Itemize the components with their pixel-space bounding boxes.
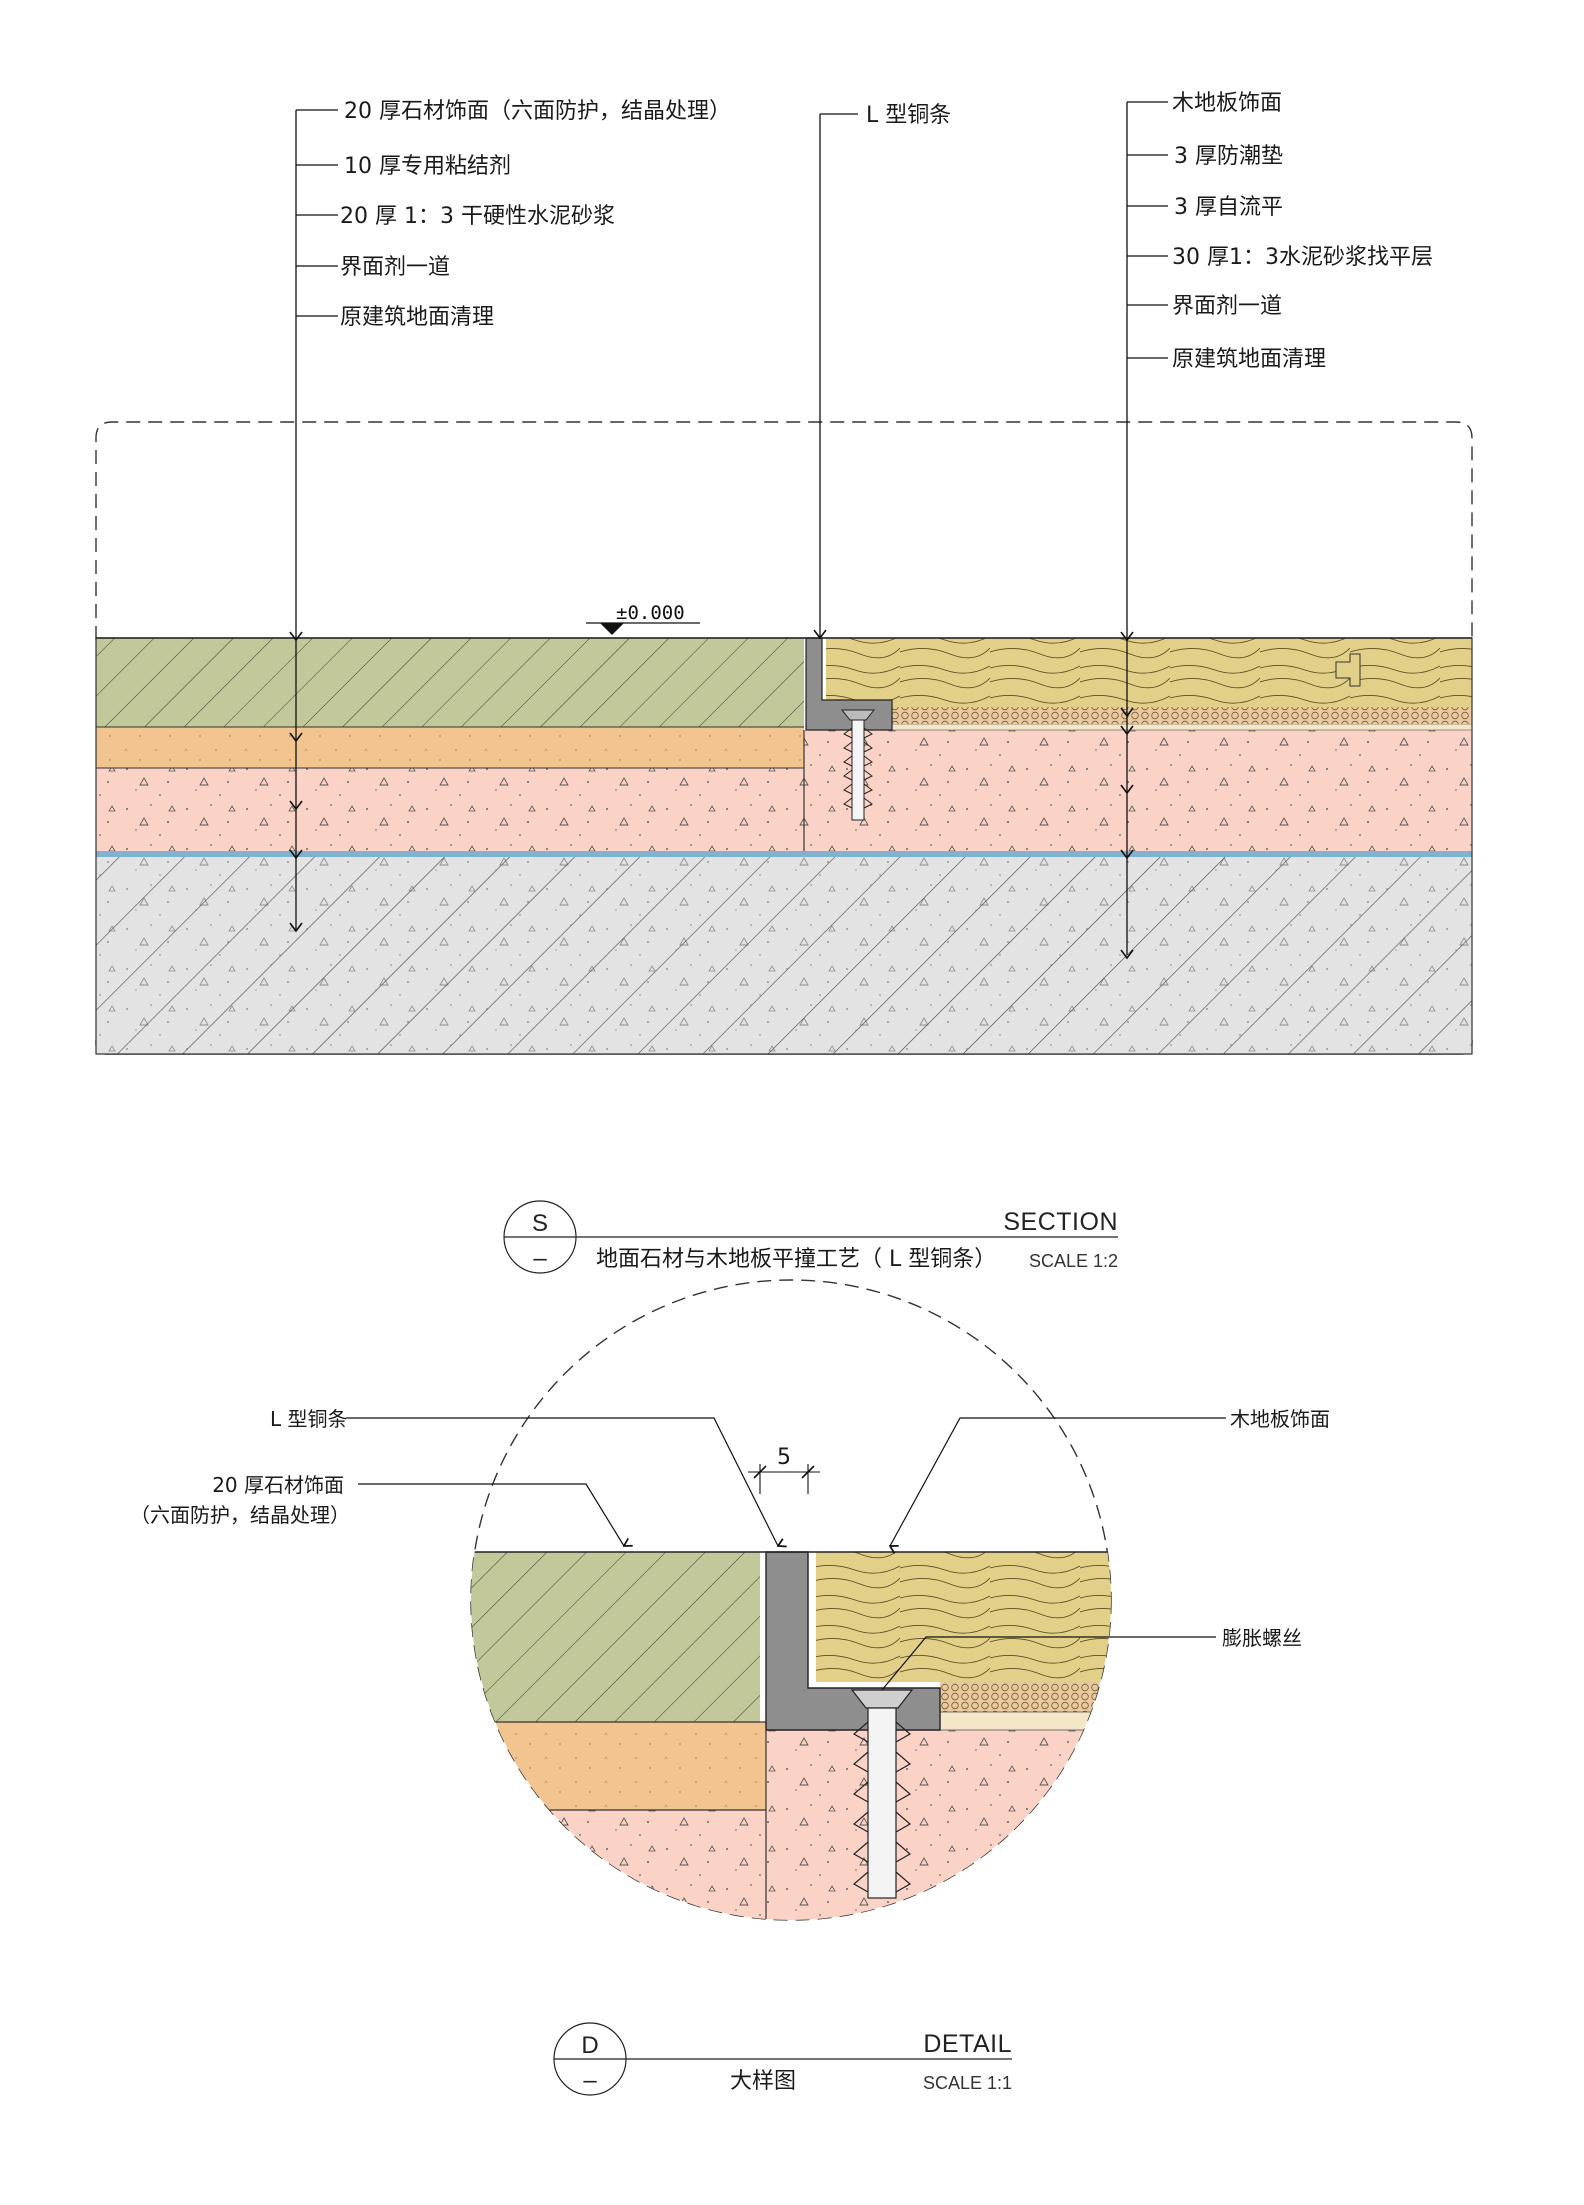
wood-label-2: 3 厚防潮垫 <box>1174 144 1283 169</box>
section-scale: SCALE 1:2 <box>1029 1251 1118 1271</box>
stone-leader <box>289 109 338 933</box>
detail-title-block: D – DETAIL 大样图 SCALE 1:1 <box>553 2022 1012 2096</box>
detail-view: 5 L 型铜条 20 厚石材饰面 （六面防护，结晶处理） 木地板饰面 膨胀螺丝 <box>130 1279 1330 1921</box>
section-mark-sub: – <box>533 1245 547 1272</box>
wood-leader <box>1120 101 1168 960</box>
wood-label-1: 木地板饰面 <box>1172 91 1282 116</box>
wood-tongue-joint <box>1335 653 1361 687</box>
stone-label-4: 界面剂一道 <box>340 255 450 280</box>
interface-membrane <box>96 851 1472 857</box>
detail-stone-leader <box>358 1483 624 1546</box>
section-mark-letter: S <box>532 1210 548 1237</box>
stone-label-5: 原建筑地面清理 <box>340 305 494 330</box>
dimension-label: 5 <box>777 1445 791 1470</box>
section-frame <box>95 421 1473 640</box>
section-view: ±0.000 20 厚石材饰面（六面防护，结晶 <box>95 91 1473 1055</box>
detail-stone-label-2: （六面防护，结晶处理） <box>130 1503 350 1527</box>
detail-strip-leader <box>346 1417 778 1546</box>
detail-mark-sub: – <box>583 2067 597 2094</box>
section-title-block: S – SECTION 地面石材与木地板平撞工艺（ L 型铜条） SCALE 1… <box>503 1200 1118 1274</box>
self-leveling-layer <box>891 723 1473 731</box>
detail-wood-label: 木地板饰面 <box>1230 1407 1330 1431</box>
detail-scale: SCALE 1:1 <box>923 2073 1012 2093</box>
detail-screw-label: 膨胀螺丝 <box>1222 1626 1302 1650</box>
detail-expansion-screw <box>850 1689 914 1899</box>
elevation-label: ±0.000 <box>616 602 685 624</box>
stone-label-2: 10 厚专用粘结剂 <box>344 154 511 179</box>
wood-label-3: 3 厚自流平 <box>1174 195 1283 220</box>
detail-wood-leader <box>890 1417 1226 1546</box>
detail-title-cn: 大样图 <box>730 2069 796 2094</box>
section-title-cn: 地面石材与木地板平撞工艺（ L 型铜条） <box>596 1247 996 1272</box>
dimension-5: 5 <box>748 1445 820 1494</box>
wood-label-4: 30 厚1：3水泥砂浆找平层 <box>1172 245 1433 270</box>
wood-label-6: 原建筑地面清理 <box>1172 347 1326 372</box>
expansion-screw <box>840 709 876 821</box>
detail-title-en: DETAIL <box>923 2030 1012 2058</box>
stone-label-1: 20 厚石材饰面（六面防护，结晶处理） <box>344 99 731 124</box>
elevation-marker: ±0.000 <box>586 602 700 635</box>
detail-strip-label: L 型铜条 <box>270 1407 348 1431</box>
strip-leader <box>813 113 858 640</box>
section-title-en: SECTION <box>1003 1208 1118 1236</box>
detail-mark-letter: D <box>581 2032 598 2059</box>
detail-stone-label-1: 20 厚石材饰面 <box>212 1473 344 1497</box>
detail-screw-leader <box>881 1636 1216 1691</box>
stone-label-3: 20 厚 1：3 干硬性水泥砂浆 <box>340 204 615 229</box>
strip-label: L 型铜条 <box>866 103 951 128</box>
wood-label-5: 界面剂一道 <box>1172 294 1282 319</box>
